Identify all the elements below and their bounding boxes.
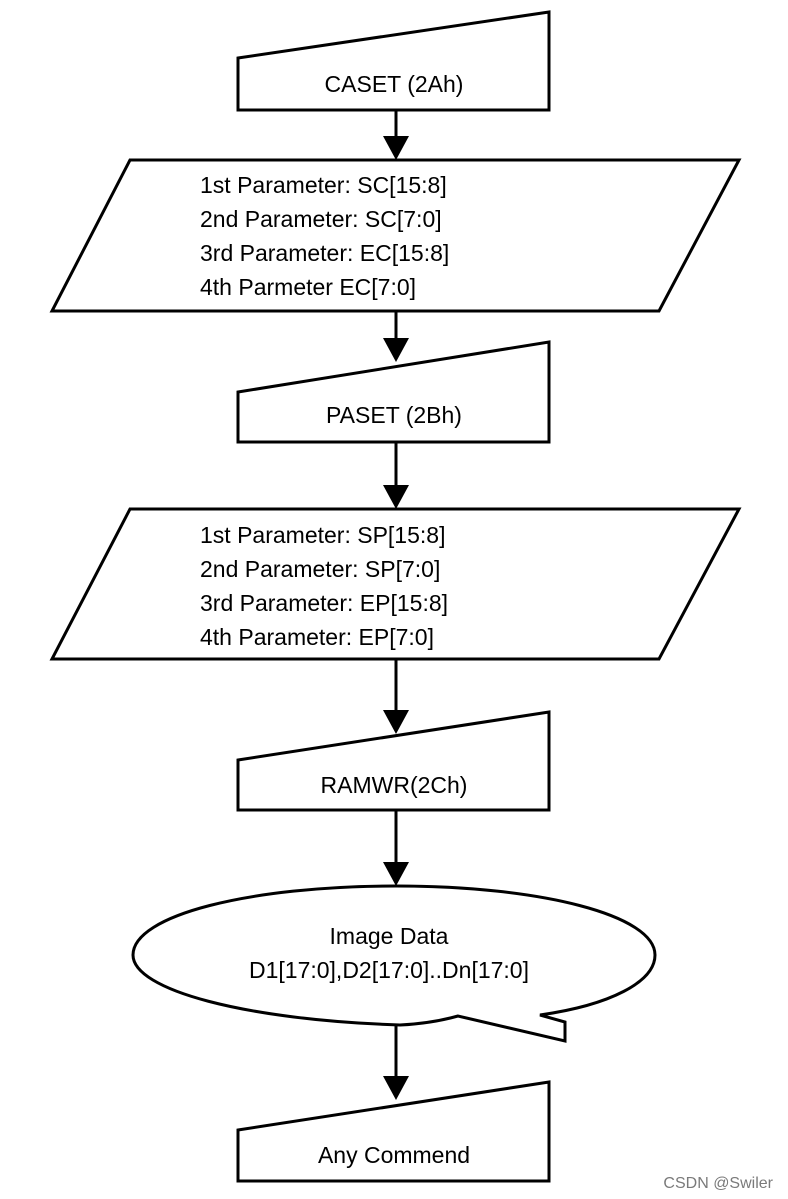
paset-param-3: 3rd Parameter: EP[15:8] [200, 590, 448, 616]
ramwr-label: RAMWR(2Ch) [321, 772, 468, 798]
paset-params-node: 1st Parameter: SP[15:8] 2nd Parameter: S… [49, 507, 742, 661]
arrowhead-icon [383, 485, 409, 509]
caset-node: CASET (2Ah) [236, 10, 551, 112]
paset-param-1: 1st Parameter: SP[15:8] [200, 522, 445, 548]
image-data-title: Image Data [330, 923, 449, 949]
caset-param-2: 2nd Parameter: SC[7:0] [200, 206, 442, 232]
arrowhead-icon [383, 862, 409, 886]
paset-param-4: 4th Parameter: EP[7:0] [200, 624, 434, 650]
paset-node: PASET (2Bh) [236, 340, 551, 444]
image-data-node: Image Data D1[17:0],D2[17:0]..Dn[17:0] [131, 884, 657, 1043]
caset-label: CASET (2Ah) [325, 71, 464, 97]
caset-param-4: 4th Parmeter EC[7:0] [200, 274, 416, 300]
paset-param-2: 2nd Parameter: SP[7:0] [200, 556, 440, 582]
image-data-range: D1[17:0],D2[17:0]..Dn[17:0] [249, 957, 529, 983]
caset-param-1: 1st Parameter: SC[15:8] [200, 172, 447, 198]
arrowhead-icon [383, 338, 409, 362]
paset-label: PASET (2Bh) [326, 402, 462, 428]
caset-param-3: 3rd Parameter: EC[15:8] [200, 240, 449, 266]
arrowhead-icon [383, 1076, 409, 1100]
any-command-label: Any Commend [318, 1142, 470, 1168]
arrowhead-icon [383, 136, 409, 160]
any-command-node: Any Commend [236, 1080, 551, 1183]
arrowhead-icon [383, 710, 409, 734]
caset-params-node: 1st Parameter: SC[15:8] 2nd Parameter: S… [49, 158, 742, 313]
ramwr-node: RAMWR(2Ch) [236, 710, 551, 812]
watermark: CSDN @Swiler [663, 1175, 773, 1192]
